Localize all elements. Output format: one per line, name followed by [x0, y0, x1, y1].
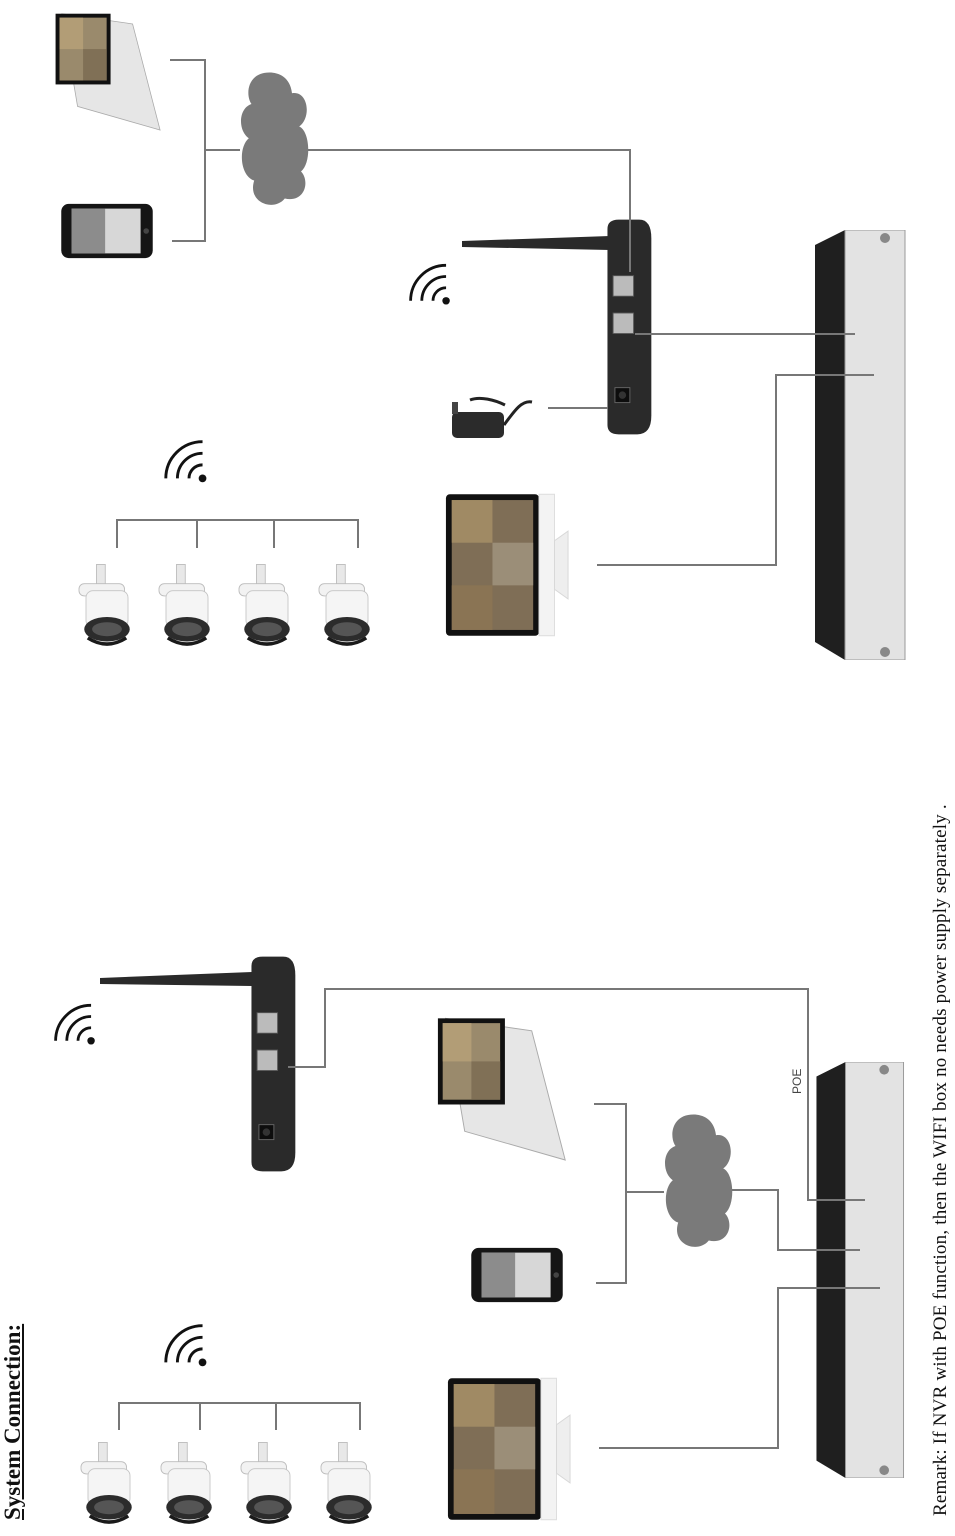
internet-cloud-icon	[665, 1114, 733, 1247]
power-adapter-icon	[452, 396, 533, 438]
router-antenna	[462, 236, 610, 250]
cables-bottom	[288, 988, 880, 1449]
wifi-signal-icon	[164, 1324, 208, 1368]
wifi-signal-icon	[54, 1003, 97, 1046]
camera-icon	[159, 1440, 214, 1524]
camera-icon	[77, 562, 132, 646]
camera-icon	[79, 1440, 134, 1524]
monitor-icon	[445, 493, 569, 637]
camera-icon	[157, 562, 212, 646]
diagram-top	[55, 13, 906, 660]
camera-icon	[237, 562, 292, 646]
wifi-signal-icon	[164, 440, 208, 484]
internet-cloud-icon	[241, 72, 309, 205]
router-antenna	[100, 972, 252, 986]
wifi-router	[250, 956, 296, 1172]
smartphone-icon	[471, 1247, 563, 1303]
camera-icon	[239, 1440, 294, 1524]
wifi-signal-icon	[409, 263, 452, 306]
camera-bracket	[116, 519, 359, 548]
camera-icon	[317, 562, 372, 646]
monitor-icon	[447, 1377, 571, 1521]
nvr-recorder	[814, 230, 906, 660]
smartphone-icon	[61, 203, 153, 259]
camera-icon	[319, 1440, 374, 1524]
cables-top	[170, 59, 874, 566]
laptop-icon	[55, 13, 161, 131]
camera-bracket	[118, 1402, 361, 1430]
nvr-recorder-poe	[815, 1062, 905, 1478]
laptop-icon	[437, 1017, 566, 1161]
diagram-bottom	[54, 956, 905, 1524]
